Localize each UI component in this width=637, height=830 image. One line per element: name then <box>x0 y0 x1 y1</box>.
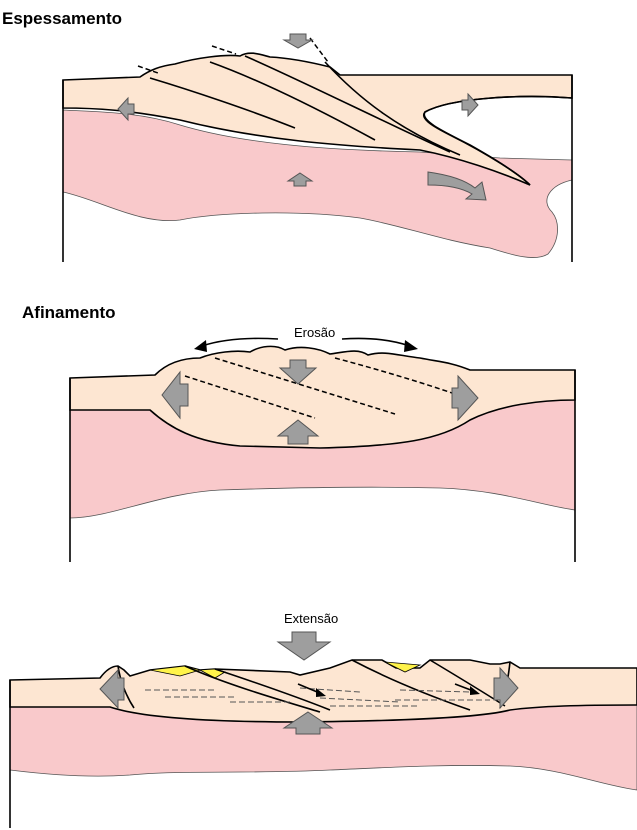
annotation-erosion: Erosão <box>294 325 335 340</box>
fault-projection-2 <box>212 46 236 54</box>
arrow-down <box>278 632 330 660</box>
erosion-arrowhead-left <box>194 340 207 352</box>
panel-title-thinning: Afinamento <box>22 303 116 322</box>
panel-extension: Extensão <box>10 611 637 828</box>
fault-projection-3 <box>310 38 328 62</box>
erosion-arrow-left <box>202 338 278 346</box>
erosion-arrow-right <box>342 338 410 346</box>
annotation-extension: Extensão <box>284 611 338 626</box>
panel-thinning: Afinamento Erosão <box>22 303 575 562</box>
panel-thickening: Espessamento <box>2 9 572 262</box>
arrow-down-top <box>284 34 312 48</box>
panel-title-thickening: Espessamento <box>2 9 122 28</box>
erosion-arrowhead-right <box>404 340 418 352</box>
